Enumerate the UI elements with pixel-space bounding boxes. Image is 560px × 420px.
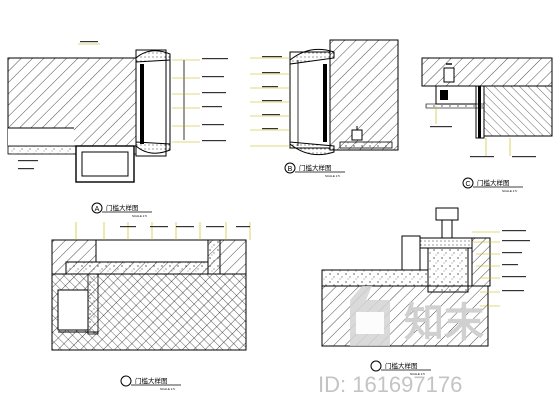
detail-e: 门槛大样图 SCALE 1:5 — [321, 207, 530, 376]
detail-a-scale: SCALE 1:5 — [132, 214, 147, 218]
detail-d: 门槛大样图 SCALE 1:5 — [51, 222, 251, 391]
detail-c: C 门槛大样图 SCALE 1:5 — [421, 57, 553, 193]
detail-c-title: 门槛大样图 — [477, 178, 510, 187]
detail-b-scale: SCALE 1:5 — [325, 174, 340, 178]
detail-b-marker: B — [288, 166, 293, 173]
detail-b-title: 门槛大样图 — [299, 163, 332, 172]
detail-a-title: 门槛大样图 — [106, 203, 139, 212]
detail-b: B 门槛大样图 SCALE 1:5 — [250, 39, 399, 178]
detail-a-marker: A — [95, 206, 100, 213]
detail-d-title: 门槛大样图 — [135, 376, 168, 385]
detail-e-title: 门槛大样图 — [385, 361, 418, 370]
detail-a: A 门槛大样图 SCALE 1:5 — [7, 41, 228, 218]
zhimo-logo-mark — [350, 286, 390, 346]
detail-c-marker: C — [465, 181, 470, 188]
watermark-logo-text: 知末 — [404, 301, 484, 345]
detail-d-scale: SCALE 1:5 — [160, 387, 175, 391]
watermark: 知末 ID: 161697176 — [318, 286, 484, 397]
detail-c-scale: SCALE 1:5 — [502, 189, 517, 193]
detail-e-scale: SCALE 1:5 — [410, 372, 425, 376]
watermark-id-text: ID: 161697176 — [318, 372, 462, 397]
